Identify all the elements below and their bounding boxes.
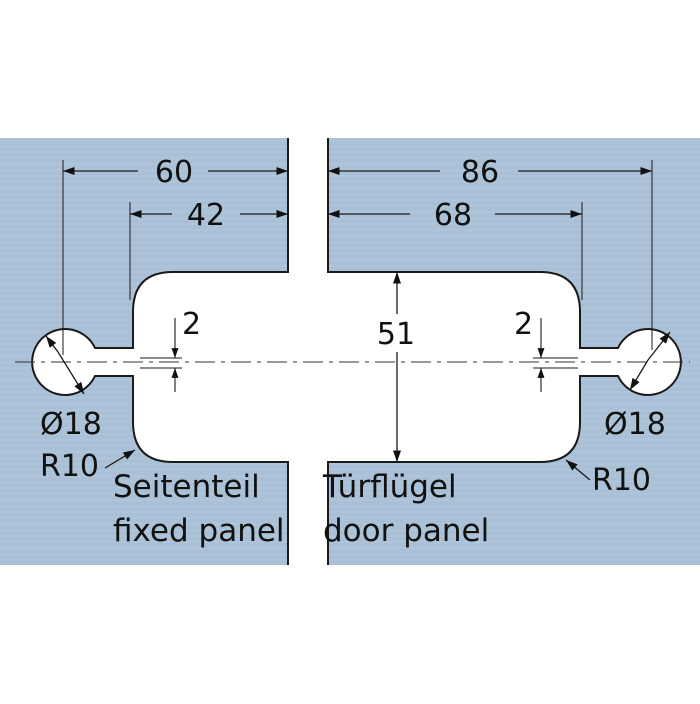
width-dimension-lines xyxy=(63,166,652,219)
hole-diameter-lines xyxy=(45,331,671,395)
dim-radius-door: R10 xyxy=(592,463,651,498)
radius-leader-lines xyxy=(104,449,591,481)
dim-door-width-outer: 86 xyxy=(461,155,499,190)
dim-hole-door: Ø18 xyxy=(604,407,666,442)
door-panel-label-de: Türflügel xyxy=(322,469,457,505)
fixed-panel-label-en: fixed panel xyxy=(113,513,285,549)
door-panel-glass xyxy=(328,138,700,565)
dim-slot-fixed: 2 xyxy=(182,307,201,342)
extension-lines xyxy=(62,160,653,355)
fixed-panel-label-de: Seitenteil xyxy=(113,469,260,505)
dim-cutout-height: 51 xyxy=(377,317,415,352)
door-panel-label-en: door panel xyxy=(323,513,489,549)
fixed-panel-glass xyxy=(0,138,288,565)
dim-radius-fixed: R10 xyxy=(40,449,99,484)
dim-fixed-width-outer: 60 xyxy=(155,155,193,190)
slot-dimension-lines xyxy=(140,318,578,392)
dim-door-width-inner: 68 xyxy=(434,198,472,233)
dim-fixed-width-inner: 42 xyxy=(187,198,225,233)
dim-slot-door: 2 xyxy=(514,307,533,342)
dim-hole-fixed: Ø18 xyxy=(40,407,102,442)
